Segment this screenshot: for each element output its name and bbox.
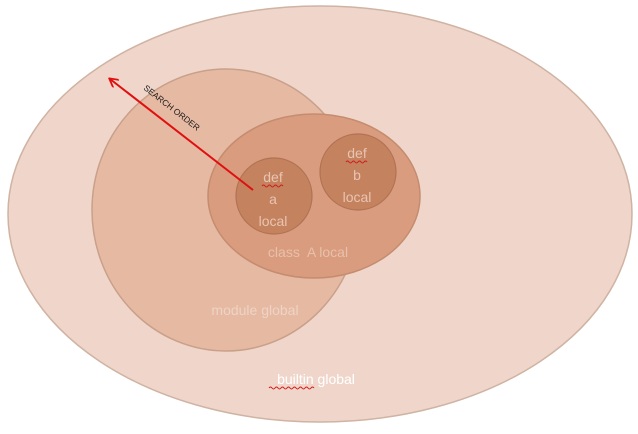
builtin-scope-word: builtin bbox=[277, 371, 314, 387]
def-a-local-label: local bbox=[259, 213, 288, 229]
global-scope-word: global bbox=[318, 371, 355, 387]
def-b-local-label: local bbox=[343, 189, 372, 205]
def-a-spellcheck-underline bbox=[261, 184, 284, 188]
def-b-keyword: def bbox=[347, 145, 367, 161]
def-a-keyword: def bbox=[263, 169, 283, 185]
def-b-scope bbox=[319, 133, 397, 211]
builtin-spellcheck-underline bbox=[268, 386, 315, 390]
def-a-name: a bbox=[269, 191, 277, 207]
module-scope-label: module global bbox=[211, 302, 298, 318]
def-b-name: b bbox=[353, 167, 361, 183]
builtin-scope-label: builtin global bbox=[277, 371, 355, 387]
search-order-arrow bbox=[110, 79, 254, 191]
def-b-spellcheck-underline bbox=[345, 160, 368, 164]
class-scope-label: class A local bbox=[268, 244, 348, 260]
def-a-scope bbox=[235, 157, 313, 235]
